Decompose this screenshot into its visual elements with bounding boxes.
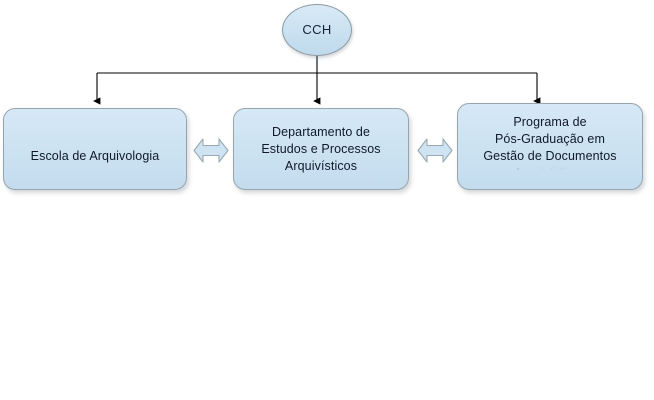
node-escola-de-arquivologia-text: Escola de Arquivologia <box>4 109 186 189</box>
double-arrow-icon <box>193 138 229 163</box>
text-line: Programa de <box>513 115 587 129</box>
node-programa-text: Programa de Pós-Graduação em Gestão de D… <box>458 104 642 189</box>
node-departamento-de-estudos-e-processos-arquivisticos[interactable]: Departamento de Estudos e Processos Arqu… <box>233 108 409 190</box>
double-arrow-icon <box>417 138 453 163</box>
text-line: Arquivísticos <box>284 159 358 173</box>
node-escola-de-arquivologia[interactable]: Escola de Arquivologia <box>3 108 187 190</box>
text-line-clipped: Arquivísticos <box>458 165 642 170</box>
text-line: Gestão de Documentos <box>483 149 617 163</box>
node-departamento-text: Departamento de Estudos e Processos Arqu… <box>234 109 408 189</box>
text-line: Escola de Arquivologia <box>30 149 160 163</box>
bidirectional-arrow-left[interactable] <box>192 132 230 169</box>
node-programa-de-pos-graduacao-em-gestao-de-documentos[interactable]: Programa de Pós-Graduação em Gestão de D… <box>457 103 643 190</box>
node-cch[interactable]: CCH <box>282 4 352 56</box>
text-line: Departamento de <box>271 125 371 139</box>
bidirectional-arrow-right[interactable] <box>416 132 454 169</box>
text-line: Pós-Graduação em <box>495 132 605 146</box>
node-cch-label: CCH <box>302 21 332 37</box>
text-line: Estudos e Processos <box>261 142 381 156</box>
